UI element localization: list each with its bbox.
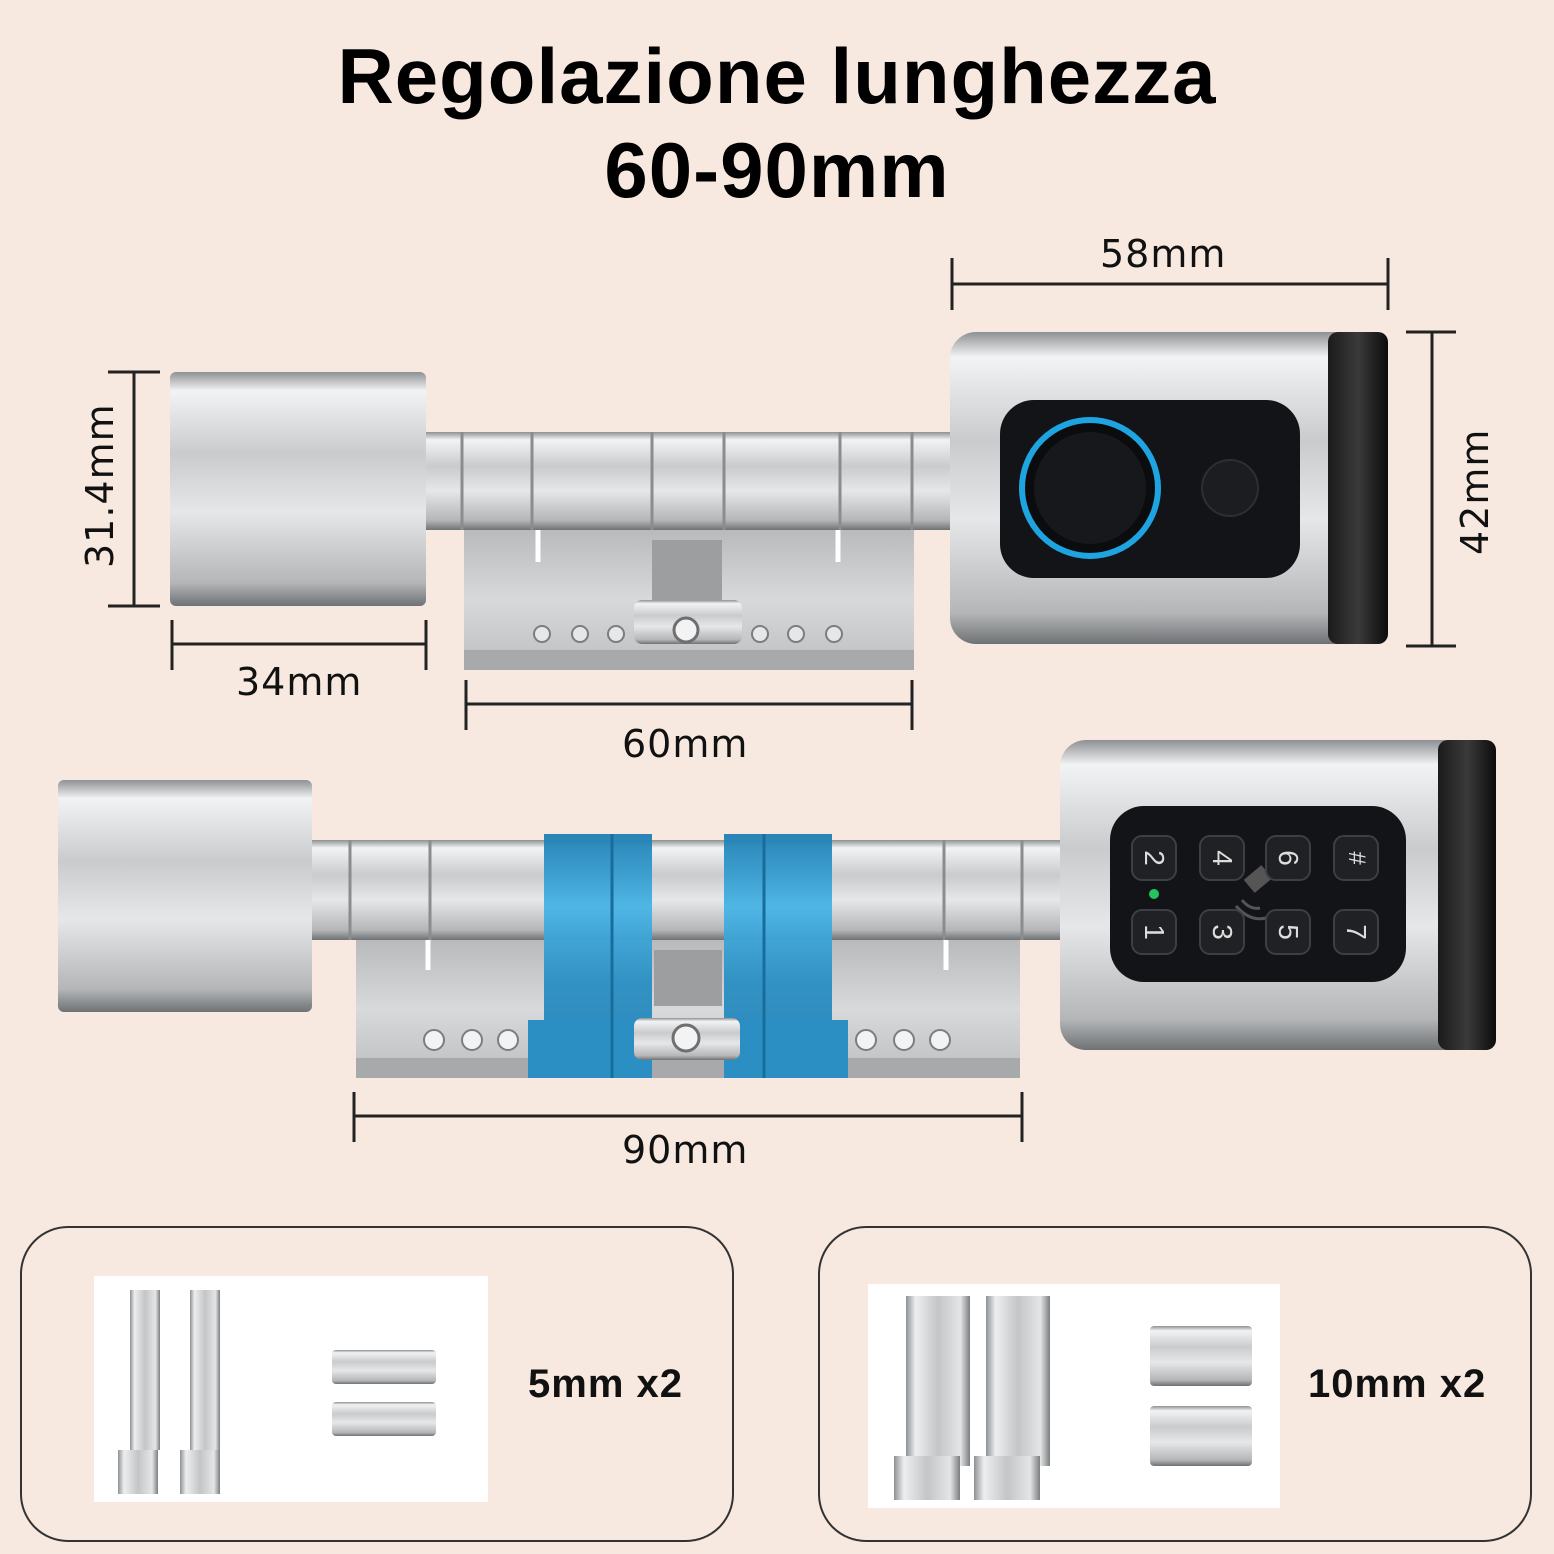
keypad-key-3: 3	[1207, 924, 1238, 940]
dimension-58mm: 58mm	[1100, 232, 1227, 276]
keypad-key-1: 1	[1139, 924, 1170, 940]
spacer-5mm-illustration	[118, 1290, 436, 1494]
keypad-key-5: 5	[1273, 924, 1304, 940]
keypad-key-4: 4	[1207, 850, 1238, 866]
lock-60mm	[170, 332, 1388, 670]
accessory-panel-5mm: 5mm x2	[20, 1226, 734, 1542]
accessory-label-10mm: 10mm x2	[1308, 1362, 1487, 1406]
lock-90mm	[58, 740, 1496, 1078]
dimension-90mm: 90mm	[622, 1128, 749, 1172]
accessory-image-5mm	[94, 1276, 488, 1502]
keypad-key-2: 2	[1139, 850, 1170, 866]
keypad-key-6: 6	[1273, 850, 1304, 866]
page-title-line2: 60-90mm	[604, 126, 950, 214]
dimension-60mm: 60mm	[622, 722, 749, 766]
page-title-line1: Regolazione lunghezza	[337, 32, 1217, 120]
accessory-label-5mm: 5mm x2	[528, 1362, 683, 1406]
accessory-panel-10mm: 10mm x2	[818, 1226, 1532, 1542]
dimension-42mm: 42mm	[1453, 428, 1497, 555]
extension-spacers	[528, 834, 848, 1078]
dimension-lines	[108, 258, 1456, 1142]
dimension-34mm: 34mm	[236, 660, 363, 704]
keypad-key-7: 7	[1341, 924, 1372, 940]
dimension-31-4mm: 31.4mm	[78, 403, 122, 568]
fingerprint-sensor-icon	[1019, 417, 1161, 559]
accessory-image-10mm	[868, 1284, 1280, 1508]
spacer-10mm-illustration	[894, 1296, 1252, 1500]
status-led	[1149, 889, 1159, 899]
keypad-key-hash: #	[1343, 851, 1370, 865]
